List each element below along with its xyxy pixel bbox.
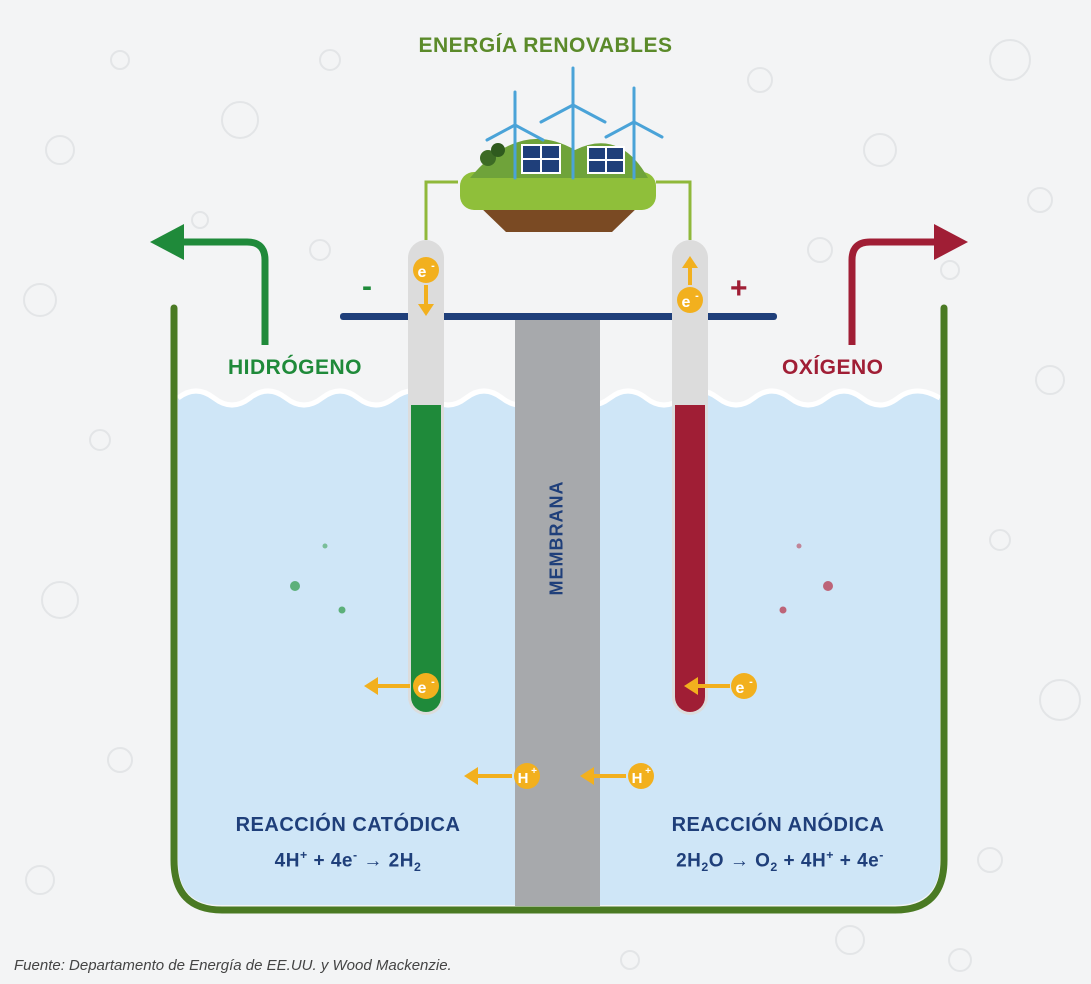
hydrogen-bubbles xyxy=(290,543,346,614)
membrane xyxy=(515,320,600,906)
svg-text:-: - xyxy=(749,676,753,688)
hydrogen-arrowhead-icon xyxy=(150,224,184,260)
hydrogen-arrow-icon xyxy=(178,238,269,345)
wind-turbine-icon xyxy=(539,66,607,180)
wind-turbine-icon xyxy=(485,90,545,180)
svg-text:e: e xyxy=(418,680,427,697)
positive-sign: + xyxy=(730,272,749,305)
svg-text:+: + xyxy=(531,766,537,777)
source-note: Fuente: Departamento de Energía de EE.UU… xyxy=(14,957,452,974)
cathodic-equation: 4H+ + 4e- → 2H2 xyxy=(274,848,422,875)
electron-anode-bottom: e - xyxy=(684,673,757,699)
hydrogen-label: HIDRÓGENO xyxy=(228,356,363,379)
svg-text:e: e xyxy=(736,680,745,697)
oxygen-label: OXÍGENO xyxy=(782,356,884,379)
anodic-equation: 2H2O → O2 + 4H+ + 4e- xyxy=(676,848,884,875)
background-bubbles xyxy=(23,39,1081,972)
oxygen-arrowhead-icon xyxy=(934,224,968,260)
electron-cathode-bottom: e - xyxy=(364,673,439,699)
wind-turbine-icon xyxy=(604,86,664,180)
diagram-title: ENERGÍA RENOVABLES xyxy=(418,34,673,57)
anodic-reaction-title: REACCIÓN ANÓDICA xyxy=(671,814,885,836)
oxygen-arrow-icon xyxy=(848,238,940,345)
svg-text:H: H xyxy=(632,770,643,787)
svg-text:-: - xyxy=(695,290,699,302)
negative-sign: - xyxy=(362,270,373,303)
cathodic-reaction-title: REACCIÓN CATÓDICA xyxy=(235,814,461,836)
svg-text:+: + xyxy=(645,766,651,777)
svg-text:H: H xyxy=(518,770,529,787)
proton-right: H + xyxy=(580,763,654,789)
cathode-electrode xyxy=(408,240,444,715)
svg-text:e: e xyxy=(418,264,427,281)
wire-right xyxy=(656,180,692,240)
renewable-island-icon xyxy=(460,66,664,232)
oxygen-bubbles xyxy=(779,543,833,614)
membrane-label: MEMBRANA xyxy=(546,480,567,596)
svg-text:-: - xyxy=(431,676,435,688)
bus-bar xyxy=(340,313,777,320)
electron-anode-top: e - xyxy=(677,256,703,313)
anode-electrode xyxy=(672,240,708,715)
proton-left: H + xyxy=(464,763,540,789)
wire-left xyxy=(424,180,458,240)
svg-text:-: - xyxy=(431,260,435,272)
tank xyxy=(170,304,948,914)
electron-cathode-top: e - xyxy=(413,257,439,316)
svg-text:e: e xyxy=(682,294,691,311)
